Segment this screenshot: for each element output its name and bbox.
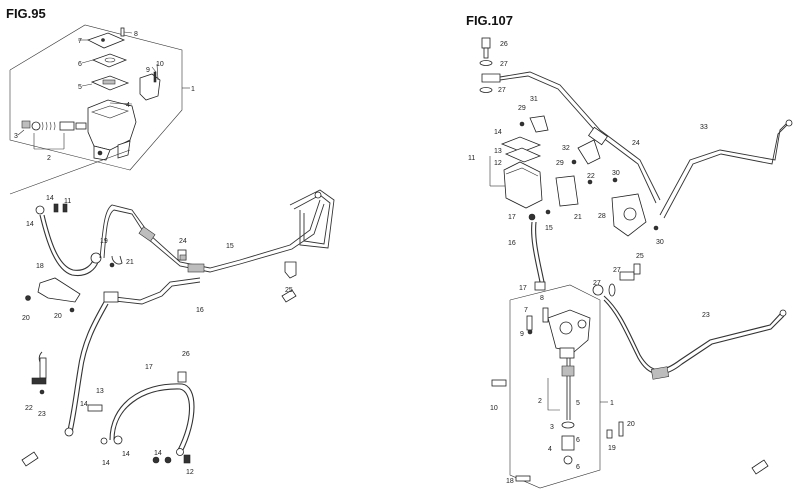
fig107-callout-27c: 27 bbox=[613, 267, 621, 274]
fig95-callout-14a: 14 bbox=[46, 195, 54, 202]
fig95-callout-14e: 14 bbox=[122, 451, 130, 458]
fig95-callout-14f: 14 bbox=[154, 450, 162, 457]
fig107-callout-12: 12 bbox=[494, 160, 502, 167]
fig107-callout-19: 19 bbox=[608, 445, 616, 452]
fig107-callout-27b: 27 bbox=[498, 87, 506, 94]
fig95-callout-16: 16 bbox=[196, 307, 204, 314]
fig107-callout-13: 13 bbox=[494, 148, 502, 155]
fig95-callout-11: 11 bbox=[64, 198, 71, 205]
fig107-callouts: 26 27 27 29 31 14 13 11 12 32 29 24 33 2… bbox=[468, 41, 710, 485]
fig107-callout-30b: 30 bbox=[656, 239, 664, 246]
fig95-callout-5: 5 bbox=[78, 84, 82, 91]
fig107-callout-6b: 6 bbox=[576, 464, 580, 471]
fig95-callout-3: 3 bbox=[14, 133, 18, 140]
fig107-callout-27d: 27 bbox=[593, 280, 601, 287]
fig107-callout-16: 16 bbox=[508, 240, 516, 247]
fig95-master-cylinder-group bbox=[9, 24, 190, 195]
fig107-callout-1: 1 bbox=[610, 400, 614, 407]
fig107-callout-4: 4 bbox=[548, 446, 552, 453]
fig95-callout-15: 15 bbox=[226, 243, 234, 250]
fig107-callout-18: 18 bbox=[506, 478, 514, 485]
fig107-callout-27a: 27 bbox=[500, 61, 508, 68]
fig107-callout-33: 33 bbox=[700, 124, 708, 131]
fig95-callout-17: 17 bbox=[145, 364, 153, 371]
fig107-callout-14: 14 bbox=[494, 129, 502, 136]
fig107-callout-30a: 30 bbox=[612, 170, 620, 177]
fig95-callout-23: 23 bbox=[38, 411, 46, 418]
fig107-callout-28: 28 bbox=[598, 213, 606, 220]
fig95-callout-14b: 14 bbox=[26, 221, 34, 228]
fig107-callout-24: 24 bbox=[632, 140, 640, 147]
fig95-callout-2: 2 bbox=[47, 155, 51, 162]
fig95-callout-12: 12 bbox=[186, 469, 194, 476]
fig95-callout-13: 13 bbox=[96, 388, 104, 395]
fig95-callout-1: 1 bbox=[191, 86, 195, 93]
fig95-callout-6: 6 bbox=[78, 61, 82, 68]
fig107-callout-8: 8 bbox=[540, 295, 544, 302]
fig107-callout-15: 15 bbox=[545, 225, 553, 232]
fig107-callout-25: 25 bbox=[636, 253, 644, 260]
fig107-master-cylinder-group bbox=[491, 263, 787, 489]
fig95-callout-14d: 14 bbox=[102, 460, 110, 467]
fig107-callout-9: 9 bbox=[520, 331, 524, 338]
fig95-callout-18: 18 bbox=[36, 263, 44, 270]
fig107-callout-7: 7 bbox=[524, 307, 528, 314]
fig95-hoses-and-lines bbox=[21, 189, 335, 467]
fig95-callout-14c: 14 bbox=[80, 401, 88, 408]
fig107-callout-29b: 29 bbox=[556, 160, 564, 167]
fig95-callout-8: 8 bbox=[134, 31, 138, 38]
fig107-callout-17b: 17 bbox=[519, 285, 527, 292]
fig107-callout-31: 31 bbox=[530, 96, 538, 103]
fig95-callout-10: 10 bbox=[156, 61, 164, 68]
fig107-callout-10: 10 bbox=[490, 405, 498, 412]
fig95-callout-9: 9 bbox=[146, 67, 150, 74]
fig95-callout-20a: 20 bbox=[22, 315, 30, 322]
fig107-callout-17a: 17 bbox=[508, 214, 516, 221]
fig107-callout-5: 5 bbox=[576, 400, 580, 407]
fig95-title: FIG.95 bbox=[6, 6, 46, 21]
fig107-callout-2: 2 bbox=[538, 398, 542, 405]
fig95-callout-24: 24 bbox=[179, 238, 187, 245]
fig95-callout-25: 25 bbox=[285, 287, 293, 294]
fig107-reservoir-and-hoses bbox=[479, 37, 793, 291]
fig107-callout-26: 26 bbox=[500, 41, 508, 48]
fig107-callout-22: 22 bbox=[587, 173, 595, 180]
fig95-callout-20b: 20 bbox=[54, 313, 62, 320]
fig95-callout-22: 22 bbox=[25, 405, 33, 412]
fig107-title: FIG.107 bbox=[466, 13, 513, 28]
fig107-callout-21: 21 bbox=[574, 214, 582, 221]
fig107-callout-11: 11 bbox=[468, 155, 475, 162]
fig95-callout-7: 7 bbox=[78, 38, 82, 45]
fig95-callouts: 1 2 3 4 5 6 7 8 9 10 11 14 14 16 15 19 2… bbox=[14, 31, 293, 476]
fig95-callout-26: 26 bbox=[182, 351, 190, 358]
fig107-callout-20: 20 bbox=[627, 421, 635, 428]
fig95-callout-21: 21 bbox=[126, 259, 134, 266]
fig107-callout-32: 32 bbox=[562, 145, 570, 152]
fig107-callout-6a: 6 bbox=[576, 437, 580, 444]
fig95-callout-4: 4 bbox=[126, 102, 130, 109]
fig107-callout-29a: 29 bbox=[518, 105, 526, 112]
fig107-callout-3: 3 bbox=[550, 424, 554, 431]
fig95-callout-19: 19 bbox=[100, 238, 108, 245]
fig107-callout-23: 23 bbox=[702, 312, 710, 319]
